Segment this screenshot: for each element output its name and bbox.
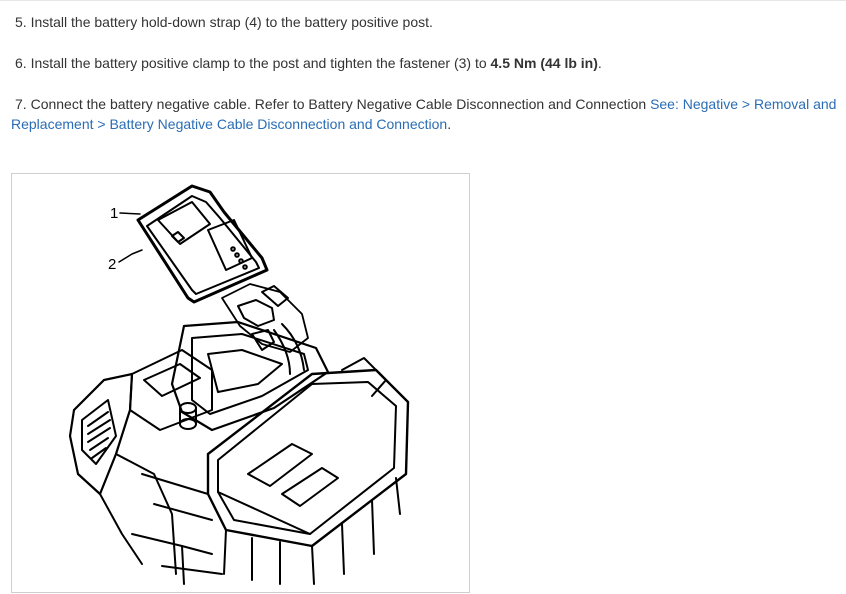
step-5-text: Install the battery hold-down strap (4) … bbox=[30, 14, 433, 30]
step-5-number: 5. bbox=[15, 14, 27, 30]
negative-cable-link[interactable]: See: Negative > Removal and Replacement … bbox=[11, 96, 837, 132]
callout-1: 1 bbox=[110, 205, 118, 222]
battery-line-drawing: 1 2 bbox=[68, 184, 410, 585]
top-divider bbox=[0, 0, 846, 1]
step-7-text: Connect the battery negative cable. Refe… bbox=[30, 96, 647, 112]
step-6-text: Install the battery positive clamp to th… bbox=[30, 55, 487, 71]
step-7: 7. Connect the battery negative cable. R… bbox=[11, 94, 841, 134]
callout-2: 2 bbox=[108, 256, 116, 273]
battery-illustration: 1 2 bbox=[11, 173, 470, 593]
step-6-period: . bbox=[597, 55, 602, 71]
step-5: 5. Install the battery hold-down strap (… bbox=[11, 12, 845, 32]
torque-spec: 4.5 Nm (44 lb in) bbox=[490, 55, 598, 71]
step-6: 6. Install the battery positive clamp to… bbox=[11, 53, 845, 73]
step-7-number: 7. bbox=[15, 96, 27, 112]
step-6-number: 6. bbox=[15, 55, 27, 71]
step-7-period: . bbox=[447, 116, 452, 132]
